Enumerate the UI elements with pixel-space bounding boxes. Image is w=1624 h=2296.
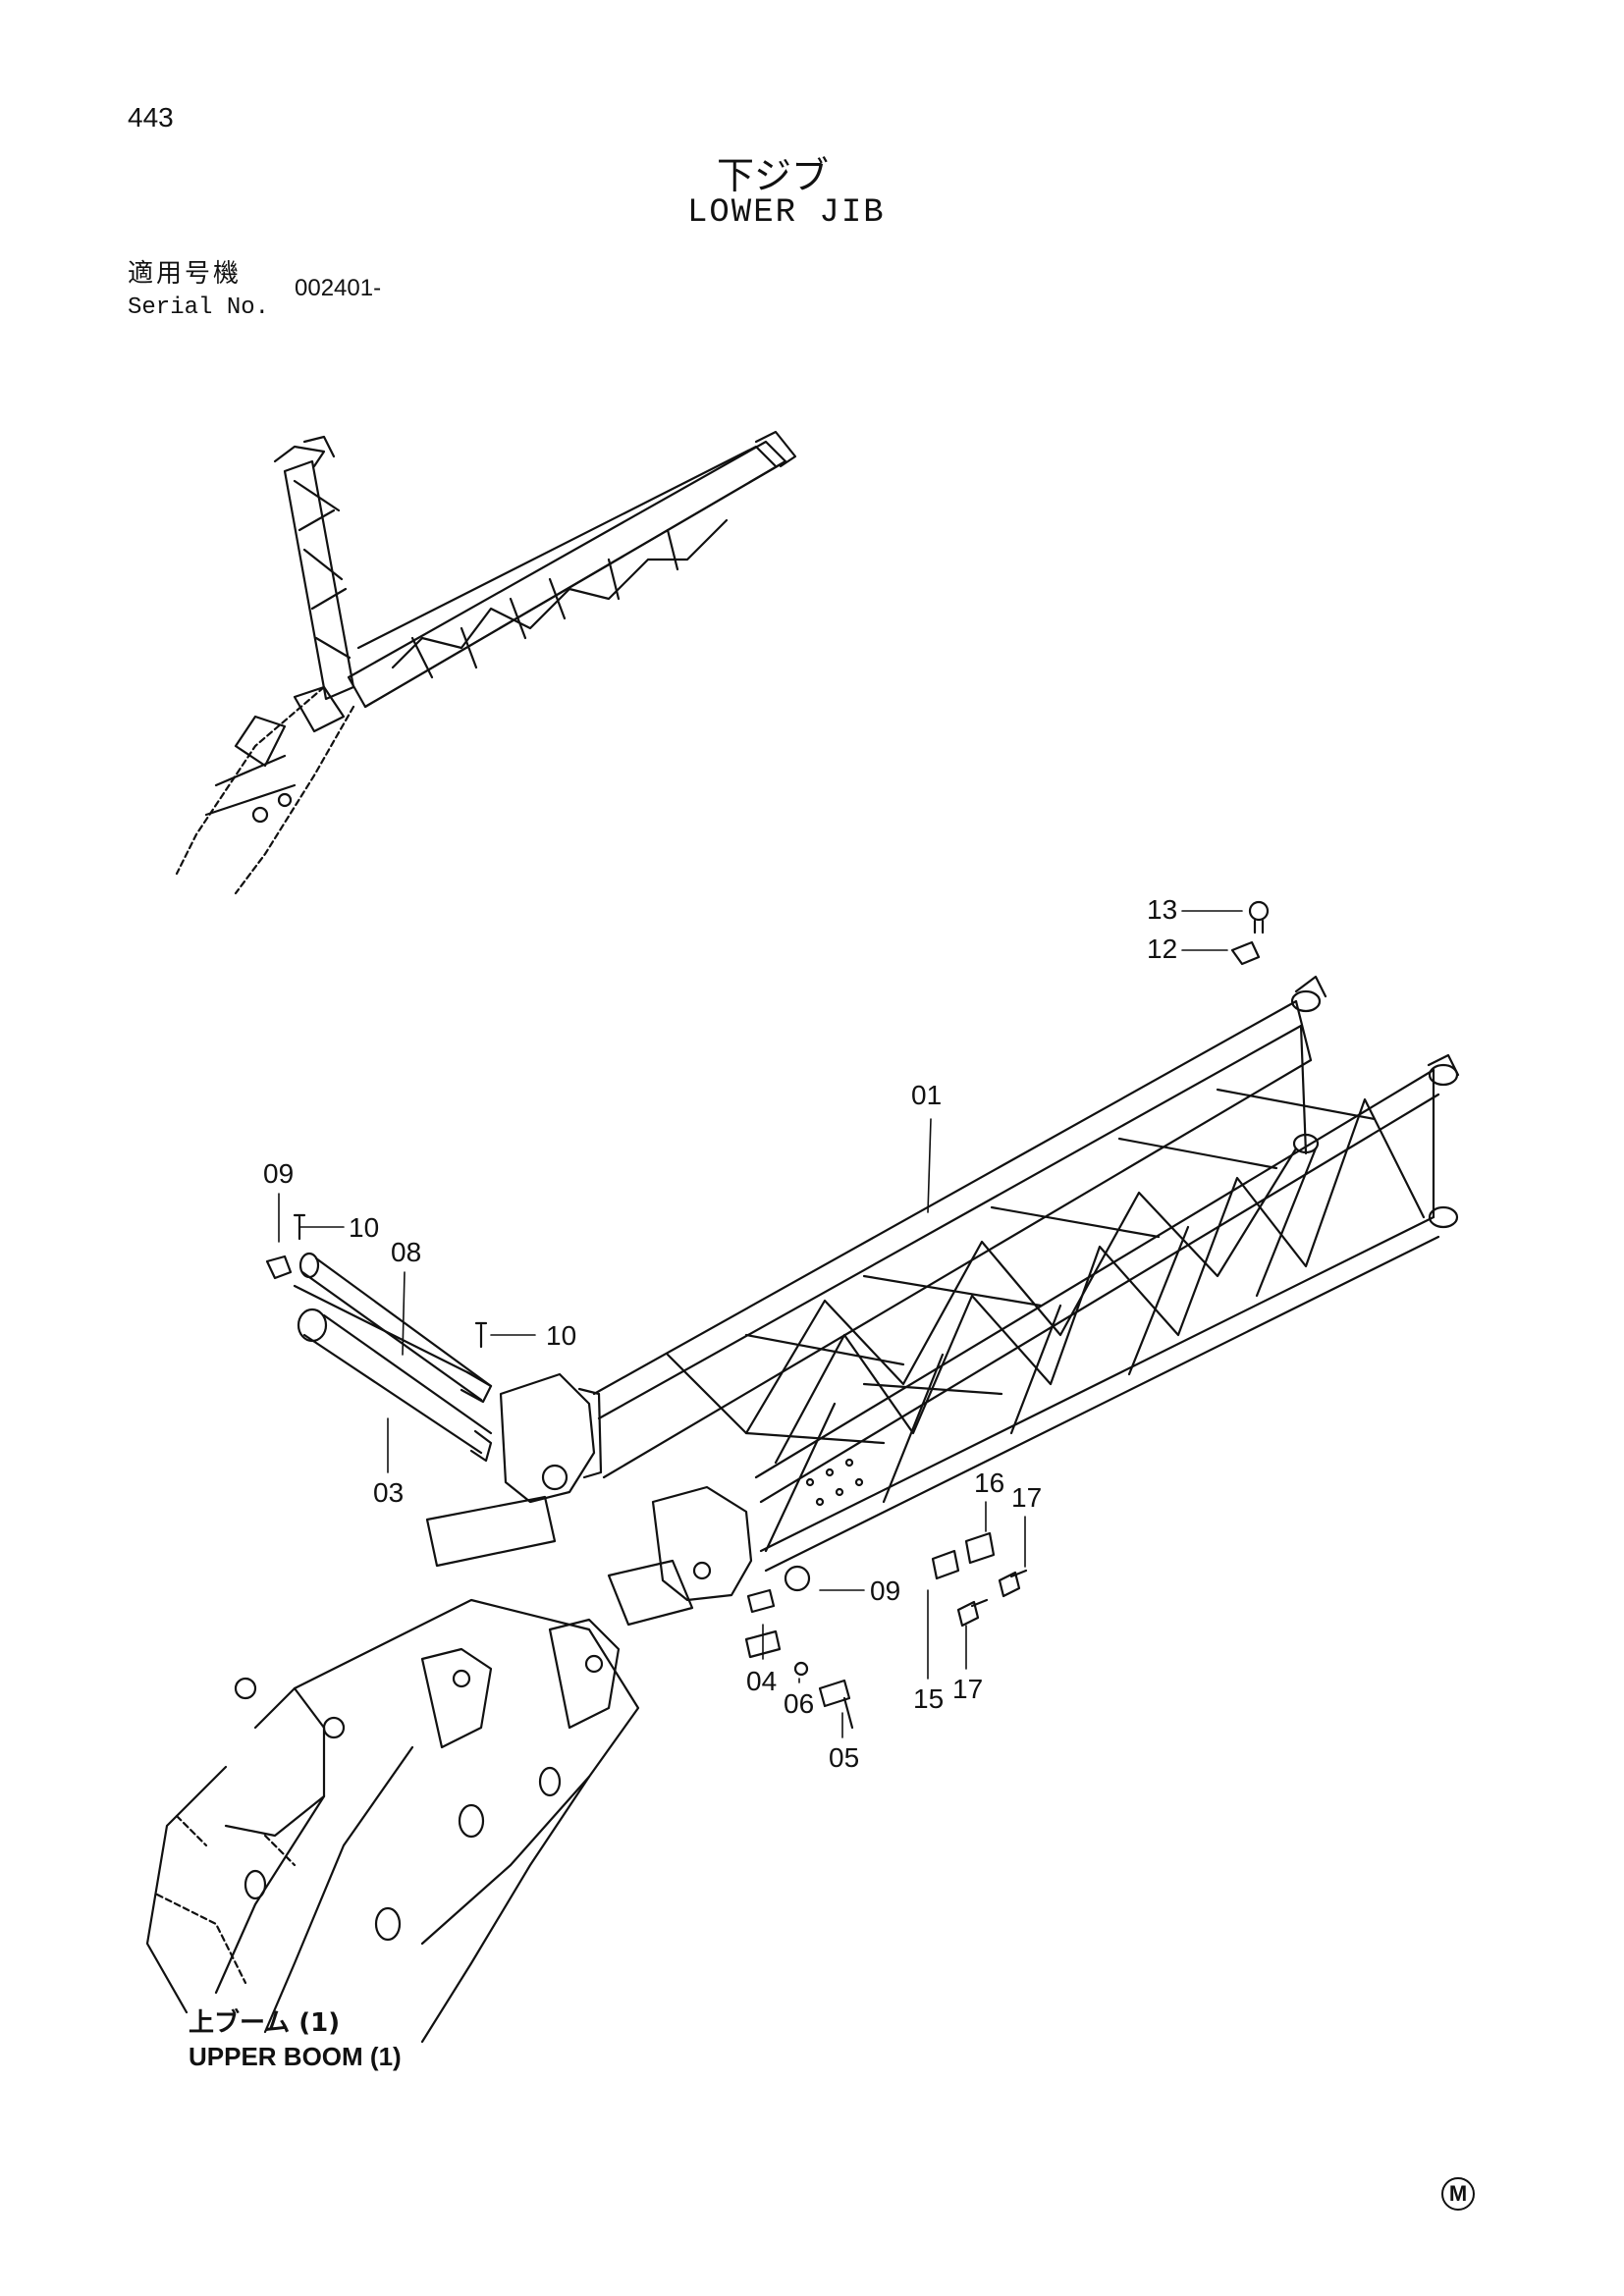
lower-jib-truss — [499, 900, 1460, 1602]
callout-10-right: 10 — [546, 1320, 576, 1351]
callout-09-top: 09 — [263, 1158, 294, 1189]
callout-13: 13 — [1147, 894, 1177, 925]
callout-03: 03 — [373, 1477, 404, 1508]
serial-value: 002401- — [295, 275, 382, 301]
callout-17-bottom: 17 — [952, 1674, 983, 1704]
serial-label-japanese: 適用号機 — [128, 259, 243, 289]
callout-16: 16 — [974, 1468, 1004, 1498]
circled-m-mark: M — [1441, 2177, 1475, 2211]
overview-illustration — [175, 430, 797, 895]
upper-boom-caption-japanese: 上ブーム (1) — [189, 2008, 341, 2038]
callout-17-top: 17 — [1011, 1482, 1042, 1513]
callout-06: 06 — [784, 1688, 814, 1719]
callout-04: 04 — [746, 1666, 777, 1696]
callout-05: 05 — [829, 1742, 859, 1773]
page-title: LOWER JIB — [687, 194, 886, 232]
title-japanese: 下ジブ — [717, 154, 830, 197]
callout-08: 08 — [391, 1237, 421, 1267]
callout-15: 15 — [913, 1683, 944, 1714]
callout-09-bottom: 09 — [870, 1575, 900, 1606]
callout-10-top: 10 — [349, 1212, 379, 1243]
serial-label: Serial No. — [128, 294, 270, 321]
pins — [265, 1213, 493, 1463]
hardware — [744, 1531, 1028, 1730]
page-number: 443 — [128, 102, 174, 133]
upper-boom — [145, 1495, 694, 2044]
upper-boom-caption: UPPER BOOM (1) — [189, 2042, 402, 2071]
callout-01: 01 — [911, 1080, 942, 1110]
callout-12: 12 — [1147, 934, 1177, 964]
leader-lines — [278, 910, 1243, 1738]
callout-labels: 13 12 01 09 10 08 10 03 09 04 06 05 15 1… — [263, 894, 1177, 1773]
